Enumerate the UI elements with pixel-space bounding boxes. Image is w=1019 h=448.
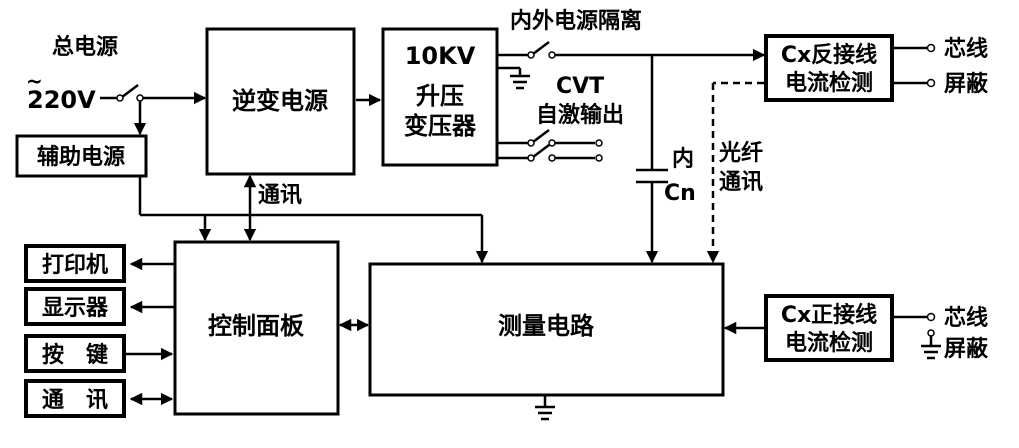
cvt1-terminal-a [527,139,535,147]
cvt-output-label: 自激输出 [536,102,624,128]
isolation-terminal-left [527,51,535,59]
voltage-label: 220V [27,86,96,114]
transformer-label-3: 变压器 [404,112,477,140]
transformer-box [381,27,499,167]
measure-circuit-label: 测量电路 [498,312,595,340]
cap-label-2: Cn [664,181,696,206]
inverter-label: 逆变电源 [232,87,328,115]
cap-label-1: 内 [672,147,694,172]
aux-power-box [15,134,148,178]
printer-box [24,244,126,283]
voltage-mark: ~ [26,69,43,93]
isolation-label: 内外电源隔离 [510,8,642,34]
display-box [24,287,126,326]
main-power-label: 总电源 [52,34,118,60]
reverse-shield-terminal [926,78,936,88]
core-wire-bottom-label: 芯线 [944,305,988,331]
cx-forward-label-1: Cx正接线 [781,302,877,328]
cvt1-terminal-out [595,139,603,147]
transformer-label-2: 升压 [416,82,464,110]
display-label: 显示器 [42,296,109,321]
keys-label: 按 键 [42,342,108,368]
main-switch-blade [121,84,139,98]
printer-label: 打印机 [42,253,108,278]
cvt2-terminal-out [595,154,603,162]
comm-box [24,379,126,418]
cvt2-blade [532,144,550,158]
comm-label: 通 讯 [42,388,108,413]
control-panel-box [173,240,340,416]
fiber-label-2: 通讯 [719,170,763,195]
aux-power-label: 辅助电源 [37,144,125,170]
forward-shield-terminal [927,329,935,337]
keys-box [24,334,126,373]
forward-core-terminal [926,312,936,322]
comm-link-label: 通讯 [258,183,302,208]
isolation-switch-blade [532,41,550,55]
core-wire-top-label: 芯线 [944,36,988,62]
cvt2-terminal-b [548,154,556,162]
transformer-label-1: 10KV [405,42,476,70]
isolation-terminal-right [548,51,556,59]
shield-top-label: 屏蔽 [944,72,989,97]
reverse-core-terminal [926,43,936,53]
cvt2-terminal-a [527,154,535,162]
cx-reverse-label-1: Cx反接线 [781,42,877,68]
main-switch-terminal-left [116,94,124,102]
cvt-label: CVT [556,74,604,99]
shield-bottom-label: 屏蔽 [944,337,989,362]
cx-reverse-label-2: 电流检测 [785,70,873,96]
measure-circuit-box [368,262,725,397]
cvt1-terminal-b [548,139,556,147]
inverter-box [205,27,356,176]
fiber-label-1: 光纤 [718,140,763,166]
cx-forward-label-2: 电流检测 [785,330,873,356]
control-panel-label: 控制面板 [208,312,305,340]
main-switch-terminal-right [136,94,144,102]
cx-forward-box [764,294,894,362]
cx-reverse-box [764,34,894,102]
cvt1-blade [532,129,550,143]
